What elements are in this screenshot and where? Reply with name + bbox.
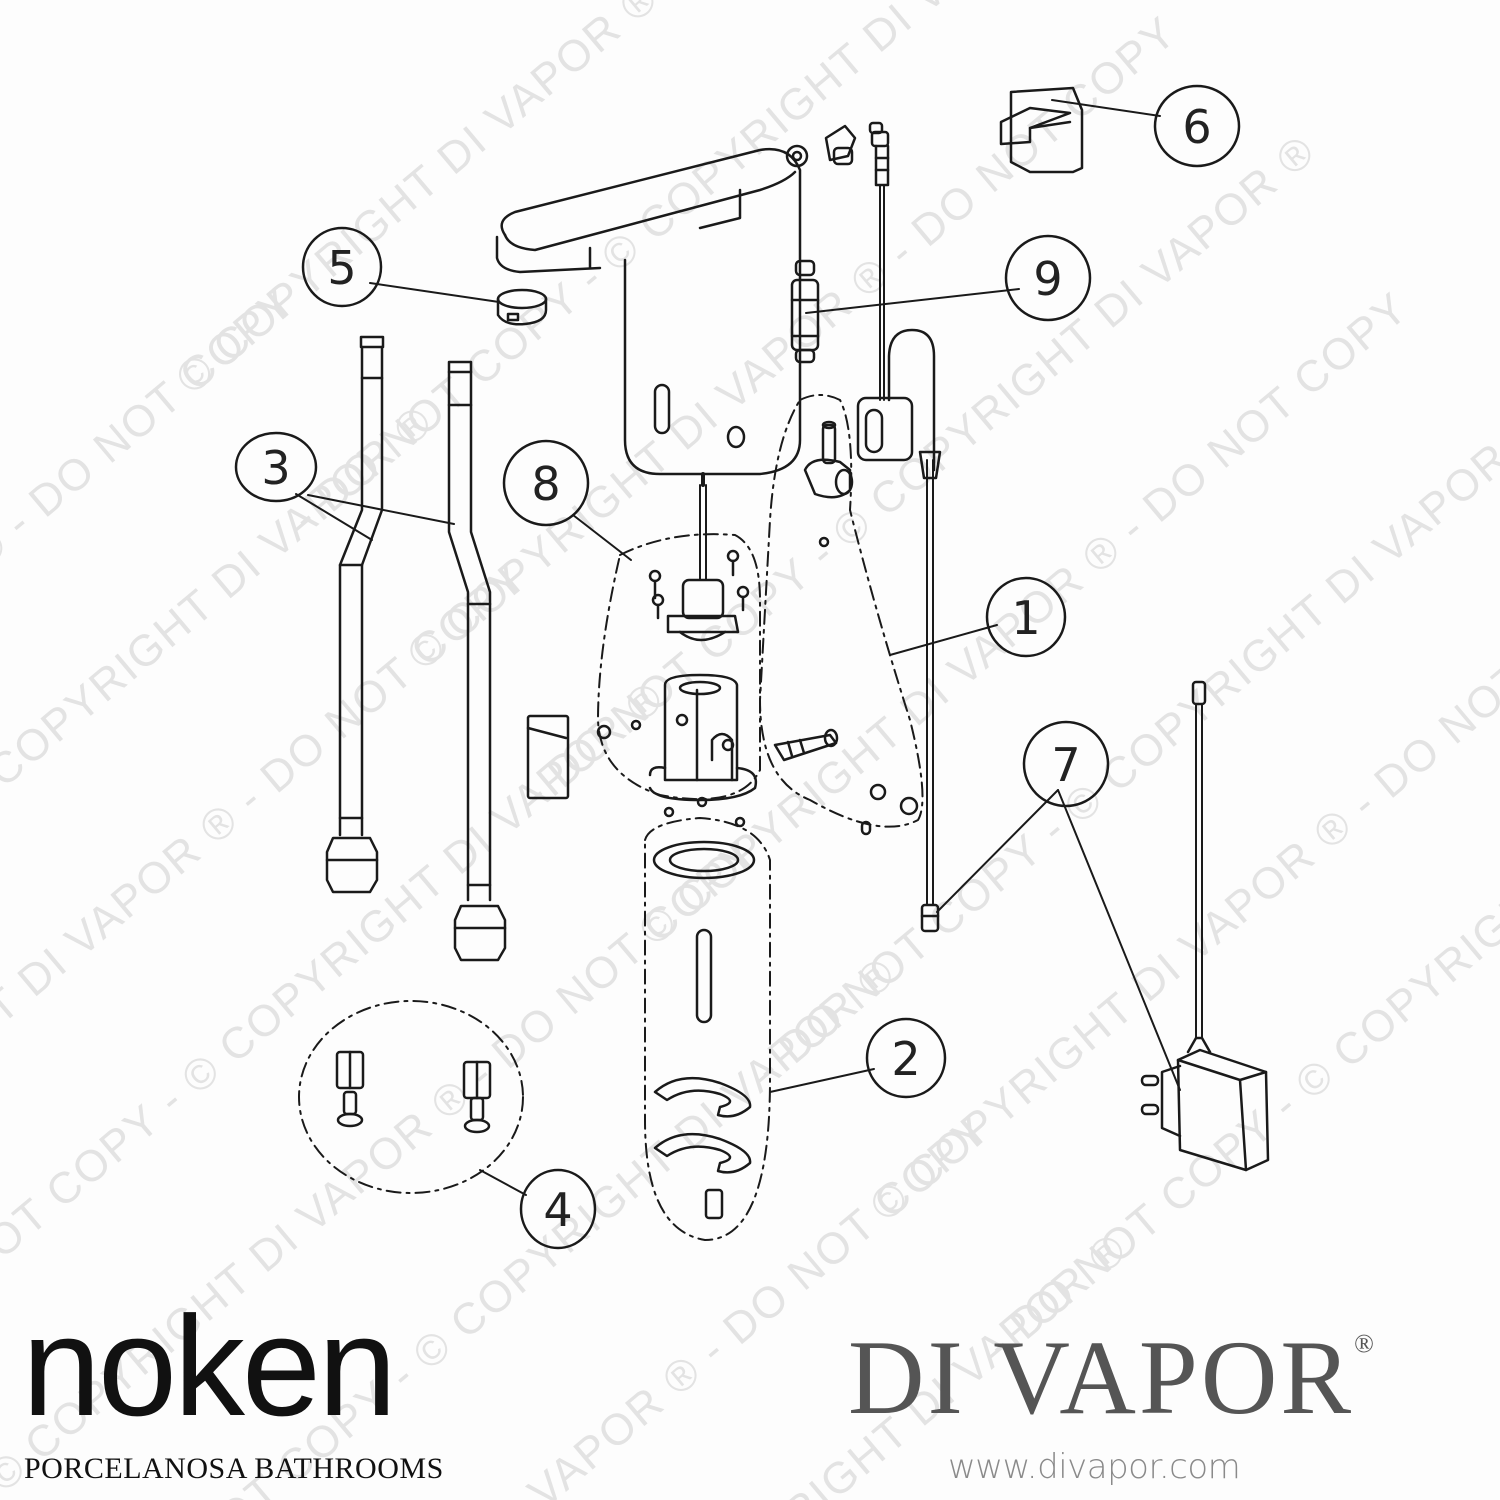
hose-adaptors-icon [335,1050,492,1134]
callout-1: 1 [1011,591,1040,645]
sensor-cable-icon [856,184,936,472]
registered-mark: ® [1354,1329,1374,1358]
callout-3: 3 [261,441,290,495]
group-outlines [298,394,924,1241]
group-2-outline [644,817,771,1241]
callout-6: 6 [1182,100,1211,154]
leader-lines [295,99,1181,1196]
small-fittings-icon [785,121,890,187]
callout-2-circle [865,1017,947,1099]
fixing-kit-icon [652,796,756,1220]
noken-tagline: PORCELANOSA BATHROOMS [24,1452,444,1485]
callout-5-circle [301,226,383,308]
callout-7-circle [1022,720,1110,808]
callout-1-circle [985,576,1067,658]
valve-body-icon [526,673,758,802]
group-4-outline [298,1000,524,1194]
callout-7: 7 [1051,738,1080,792]
callout-9: 9 [1033,252,1062,306]
connector-pipe-icon [790,259,820,364]
callout-8-circle [502,439,590,527]
callout-2: 2 [891,1032,920,1086]
callout-9-circle [1004,234,1092,322]
power-adaptor-icon [1140,680,1270,1172]
flexible-hose-right-icon [447,360,507,962]
callout-circles [234,84,1241,1250]
divapor-wordmark: DI VAPOR [848,1319,1355,1436]
battery-box-bracket-icon [999,86,1084,174]
callout-3-circle [234,431,318,503]
flexible-hose-left-icon [325,335,385,894]
callout-numbers: 1 2 3 4 5 6 7 8 9 [261,100,1211,1237]
solenoid-cable-icon [918,450,942,933]
tap-body-icon [495,147,802,487]
callout-4: 4 [543,1183,572,1237]
aerator-icon [496,288,548,326]
group-1-outline [759,394,924,828]
callout-4-circle [519,1168,597,1250]
callout-8: 8 [531,457,560,511]
sensor-cartridge-icon [648,484,750,642]
group-8-outline [597,533,761,801]
callout-6-circle [1153,84,1241,168]
divapor-url[interactable]: www.divapor.com [948,1447,1241,1487]
callout-5: 5 [327,241,356,295]
noken-logo: noken [22,1287,397,1446]
divapor-logo: DI VAPOR® [848,1325,1374,1431]
